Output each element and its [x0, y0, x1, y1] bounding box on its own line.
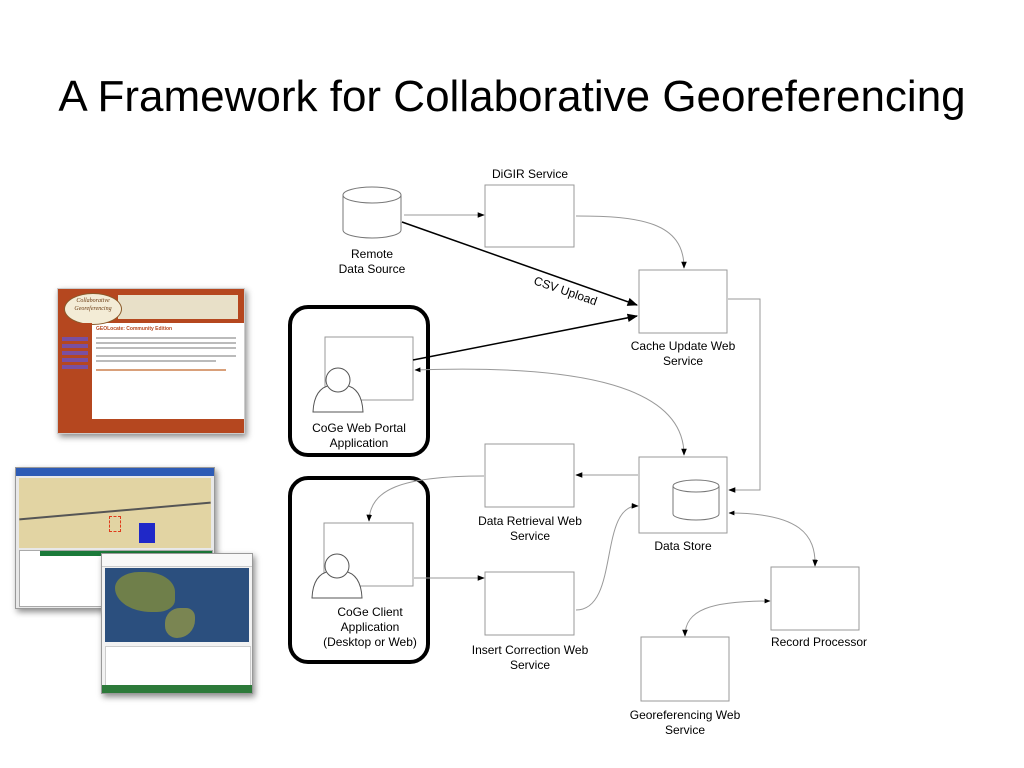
record-georef-arrow — [682, 598, 771, 637]
portal-text-line — [96, 360, 216, 362]
insert-to-datastore-arrow — [575, 503, 639, 611]
portal-footer — [92, 419, 244, 433]
portal-text-line — [96, 369, 226, 371]
land-mass — [115, 572, 175, 612]
digir-service-label: DiGIR Service — [491, 167, 568, 181]
csv-upload-label: CSV Upload — [532, 274, 599, 309]
portal-nav-item — [62, 337, 88, 341]
portal-logo-line2: Georeferencing — [74, 306, 112, 312]
database-cylinder-icon — [342, 186, 402, 239]
web-client-form — [105, 646, 251, 686]
retrieval-to-client-arrow — [366, 475, 485, 522]
portal-text-line — [96, 342, 236, 344]
cache-update-label: Cache Update Web Service — [630, 339, 736, 368]
portal-text-line — [96, 337, 236, 339]
record-processor-label: Record Processor — [770, 635, 868, 649]
data-retrieval-label: Data Retrieval Web Service — [478, 514, 582, 543]
georeferencing-label: Georeferencing Web Service — [629, 708, 741, 737]
portal-logo-line1: Collaborative — [76, 298, 110, 304]
web-client-titlebar — [102, 554, 252, 567]
data-store-label: Data Store — [654, 539, 712, 553]
portal-nav-item — [62, 344, 88, 348]
portal-header-banner — [118, 295, 238, 319]
digir-to-cache-arrow — [575, 215, 687, 269]
digir-service-box — [484, 184, 575, 248]
portal-nav-item — [62, 358, 88, 362]
cache-update-box — [638, 269, 728, 334]
data-store-cylinder-icon — [672, 479, 720, 521]
record-processor-box — [770, 566, 860, 631]
csv-upload-arrow — [401, 221, 638, 306]
portal-logo-oval — [64, 293, 122, 325]
portal-heading: GEOLocate: Community Edition — [96, 326, 173, 332]
user-icon — [312, 367, 364, 413]
portal-datastore-arrow — [414, 367, 687, 456]
portal-to-cache-arrow — [412, 313, 639, 361]
user-icon — [311, 553, 363, 599]
datastore-record-arrow — [728, 510, 818, 567]
window-titlebar — [16, 468, 214, 476]
portal-text-line — [96, 347, 236, 349]
insert-correction-label: Insert Correction Web Service — [471, 643, 589, 672]
web-client-statusbar — [102, 685, 252, 693]
slide-title: A Framework for Collaborative Georeferen… — [58, 72, 966, 121]
client-frame — [288, 476, 430, 664]
web-portal-label: CoGe Web Portal Application — [312, 421, 406, 450]
web-portal-screenshot: Collaborative Georeferencing GEOLocate: … — [57, 288, 245, 434]
cache-to-datastore-arrow — [728, 298, 761, 493]
portal-nav-item — [62, 365, 88, 369]
client-app-label: CoGe Client Application (Desktop or Web) — [323, 605, 417, 649]
map-water-region — [139, 523, 155, 543]
portal-sidebar — [58, 323, 92, 433]
map-points — [109, 516, 121, 532]
globe-map-view — [105, 568, 249, 642]
insert-correction-box — [484, 571, 575, 636]
land-mass — [165, 608, 195, 638]
georeferencing-box — [640, 636, 730, 702]
remote-data-source-label: Remote Data Source — [338, 247, 406, 276]
map-area — [19, 478, 211, 548]
portal-nav-item — [62, 351, 88, 355]
web-client-screenshot — [101, 553, 253, 694]
data-retrieval-box — [484, 443, 575, 508]
portal-text-line — [96, 355, 236, 357]
